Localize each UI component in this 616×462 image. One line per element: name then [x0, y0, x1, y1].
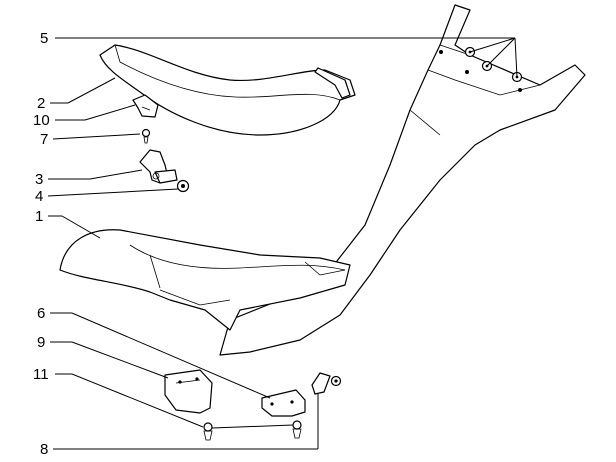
callout-6: 6	[37, 305, 45, 322]
screws-11-8	[203, 420, 302, 441]
callout-1: 1	[35, 208, 43, 225]
nut-4	[176, 179, 190, 193]
callout-8: 8	[40, 441, 48, 458]
latch-3	[139, 149, 178, 184]
bracket-10	[132, 94, 159, 118]
leader-lines	[47, 37, 518, 450]
callout-11: 11	[33, 366, 49, 383]
screw-7	[141, 128, 151, 144]
callout-2: 2	[37, 95, 45, 112]
box-9	[164, 369, 213, 414]
callout-3: 3	[35, 171, 43, 188]
seat	[99, 44, 356, 136]
body-shell	[219, 4, 586, 356]
callout-9: 9	[37, 334, 45, 351]
callout-7: 7	[40, 131, 48, 148]
lower-cover	[59, 229, 351, 331]
callout-labels: 5 2 10 7 3 4 1 6 9 11 8	[33, 30, 50, 458]
plate-6	[261, 389, 306, 417]
callout-10: 10	[33, 112, 50, 129]
callout-4: 4	[35, 188, 43, 205]
clip-8	[311, 372, 342, 395]
callout-5: 5	[40, 30, 48, 47]
